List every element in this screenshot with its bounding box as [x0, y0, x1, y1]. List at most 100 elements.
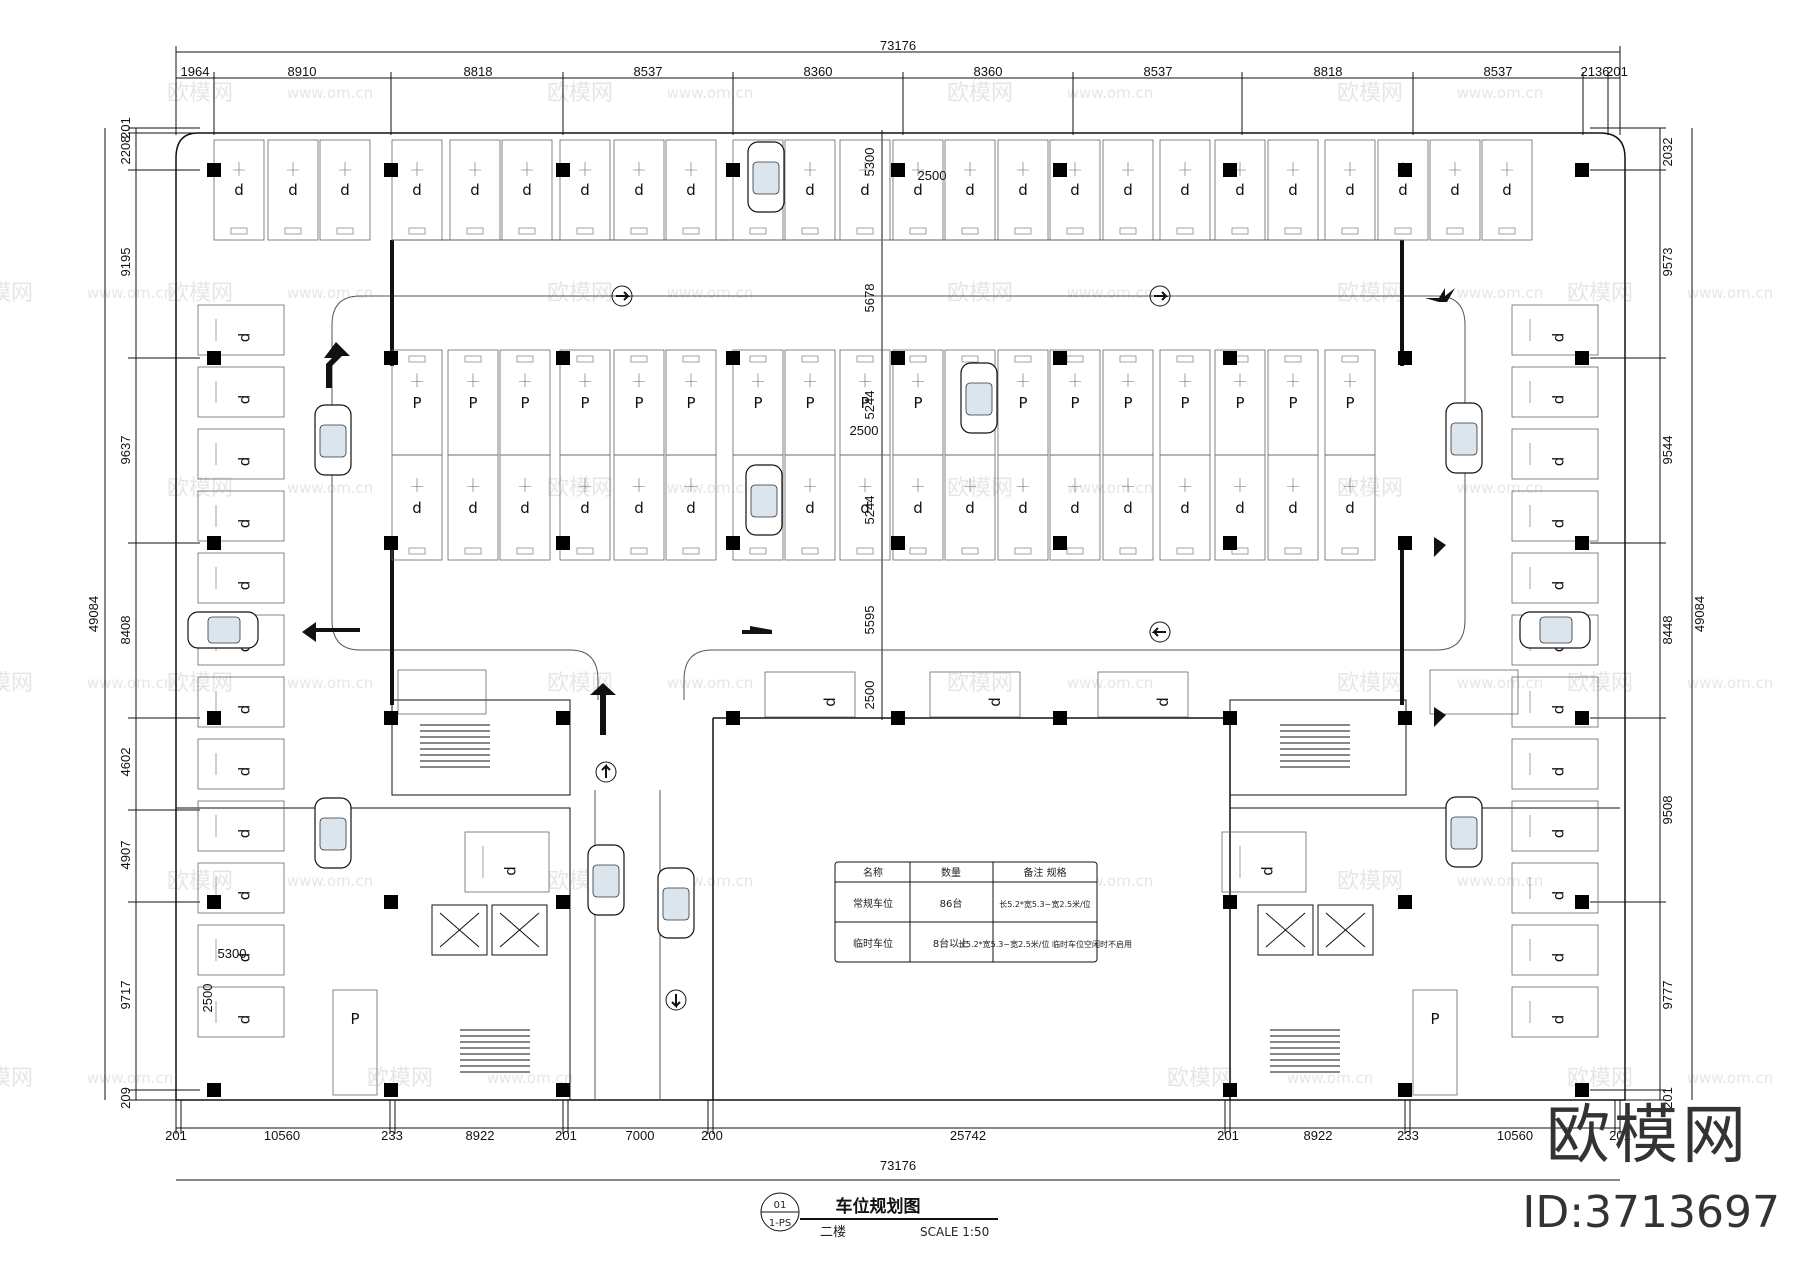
drawing-tag-bottom: 1-PS	[769, 1218, 791, 1229]
middle-lower-stall	[665, 454, 717, 561]
stall-marker: P	[520, 394, 529, 412]
right-side-stall	[1511, 304, 1599, 356]
stall-guide	[964, 478, 976, 493]
left-segment-dim: 209	[118, 1087, 133, 1109]
right-segment-dim: 2032	[1660, 138, 1675, 167]
stall-guide	[233, 162, 245, 176]
flow-arrow	[1151, 627, 1166, 637]
stall-marker: d	[501, 866, 519, 876]
watermark-brand-text: 欧模网	[1337, 281, 1403, 306]
top-row-stall	[1102, 139, 1154, 241]
watermark-url-text: www.om.cn	[487, 1069, 574, 1087]
structural-column	[207, 895, 221, 909]
stall-marker: P	[1235, 394, 1244, 412]
flow-direction-marker	[1149, 285, 1171, 307]
right-aisle-edge	[683, 295, 1466, 700]
car-icon	[960, 362, 998, 434]
watermark-url-text: www.om.cn	[1067, 84, 1154, 102]
stall-marker: d	[236, 581, 254, 591]
bottom-segment-dim: 201	[1217, 1128, 1239, 1143]
watermark-brand-text: 欧模网	[547, 281, 613, 306]
stall-guide	[521, 162, 533, 176]
watermark-brand-text: 欧模网	[547, 81, 613, 106]
middle-lower-stall	[997, 454, 1049, 561]
top-row-stall	[892, 139, 944, 241]
inner-dim: 2500	[918, 168, 947, 183]
car-icon	[187, 611, 259, 649]
structural-column	[1398, 895, 1412, 909]
stall-number-tag	[1066, 227, 1084, 235]
stall-number-tag	[1341, 355, 1359, 363]
stall-marker: d	[236, 767, 254, 777]
stall-number-tag	[801, 355, 819, 363]
stall-marker: d	[1550, 581, 1568, 591]
stall-marker: d	[1288, 499, 1298, 517]
stall-number-tag	[1284, 547, 1302, 555]
structural-column	[556, 895, 570, 909]
stall-guide	[1287, 478, 1299, 493]
stall-number-tag	[518, 227, 536, 235]
watermark-brand-text: 欧模网	[1567, 671, 1633, 696]
stall-marker: d	[234, 181, 244, 199]
stall-guide	[1122, 373, 1134, 388]
middle-lower-stall	[732, 454, 784, 561]
inner-dim: 2500	[200, 984, 215, 1013]
stall-guide	[1501, 162, 1513, 176]
car-icon	[1445, 796, 1483, 868]
structural-column	[891, 163, 905, 177]
top-row-stall	[613, 139, 665, 241]
stall-marker: P	[580, 394, 589, 412]
stall-guide	[912, 373, 924, 388]
stall-number-tag	[909, 547, 927, 555]
stall-guide	[633, 162, 645, 176]
drawing-title: 车位规划图	[836, 1196, 921, 1217]
right-segment-dim: 8448	[1660, 616, 1675, 645]
watermark-url-text: www.om.cn	[87, 674, 174, 692]
stall-number-tag	[284, 227, 302, 235]
turn-arrow	[324, 342, 350, 388]
watermark-url-text: www.om.cn	[667, 284, 754, 302]
top-overall-dim: 73176	[880, 38, 916, 53]
stall-number-tag	[961, 227, 979, 235]
stall-marker: d	[236, 1015, 254, 1025]
stall-number-tag	[516, 547, 534, 555]
stall-guide	[1179, 162, 1191, 176]
stall-guide	[411, 373, 423, 388]
middle-lower-stall	[613, 454, 665, 561]
watermark-brand-text: 欧模网	[0, 281, 33, 306]
structural-column	[556, 711, 570, 725]
stall-marker: P	[1288, 394, 1297, 412]
watermark-brand-text: 欧模网	[547, 476, 613, 501]
structural-column	[384, 163, 398, 177]
legend-cell-name: 临时车位	[853, 937, 893, 950]
title-block: 01 1-PS 车位规划图 二楼 SCALE 1:50	[760, 1192, 998, 1240]
stall-number-tag	[516, 355, 534, 363]
structural-column	[1223, 711, 1237, 725]
middle-lower-stall	[784, 454, 836, 561]
drop-off-stall	[764, 671, 856, 718]
top-row-stall	[449, 139, 501, 241]
stall-guide	[912, 162, 924, 176]
stall-marker: d	[1123, 499, 1133, 517]
top-row-stall	[501, 139, 553, 241]
left-segment-dim: 2208	[118, 136, 133, 165]
top-row-stall	[665, 139, 717, 241]
right-side-stall	[1511, 800, 1599, 852]
stall-marker: d	[986, 697, 1004, 707]
stall-number-tag	[1341, 227, 1359, 235]
left-segment-dim: 4602	[118, 748, 133, 777]
stall-number-tag	[1119, 227, 1137, 235]
stall-guide	[467, 373, 479, 388]
watermark-url-text: www.om.cn	[1687, 674, 1774, 692]
bottom-segment-dim: 10560	[1497, 1128, 1533, 1143]
stall-guide	[685, 162, 697, 176]
parking-stalls: ddddddddddddddddddddddddPdPdPdPdPdPdPdPd…	[197, 139, 1599, 1096]
top-segment-dim: 1964	[181, 64, 210, 79]
turn-arrow	[590, 683, 616, 735]
stall-marker: d	[634, 181, 644, 199]
right-side-stall	[1511, 862, 1599, 914]
car-roof	[319, 424, 347, 458]
middle-lower-stall	[1324, 454, 1376, 561]
watermark-brand-text: 欧模网	[1167, 1066, 1233, 1091]
